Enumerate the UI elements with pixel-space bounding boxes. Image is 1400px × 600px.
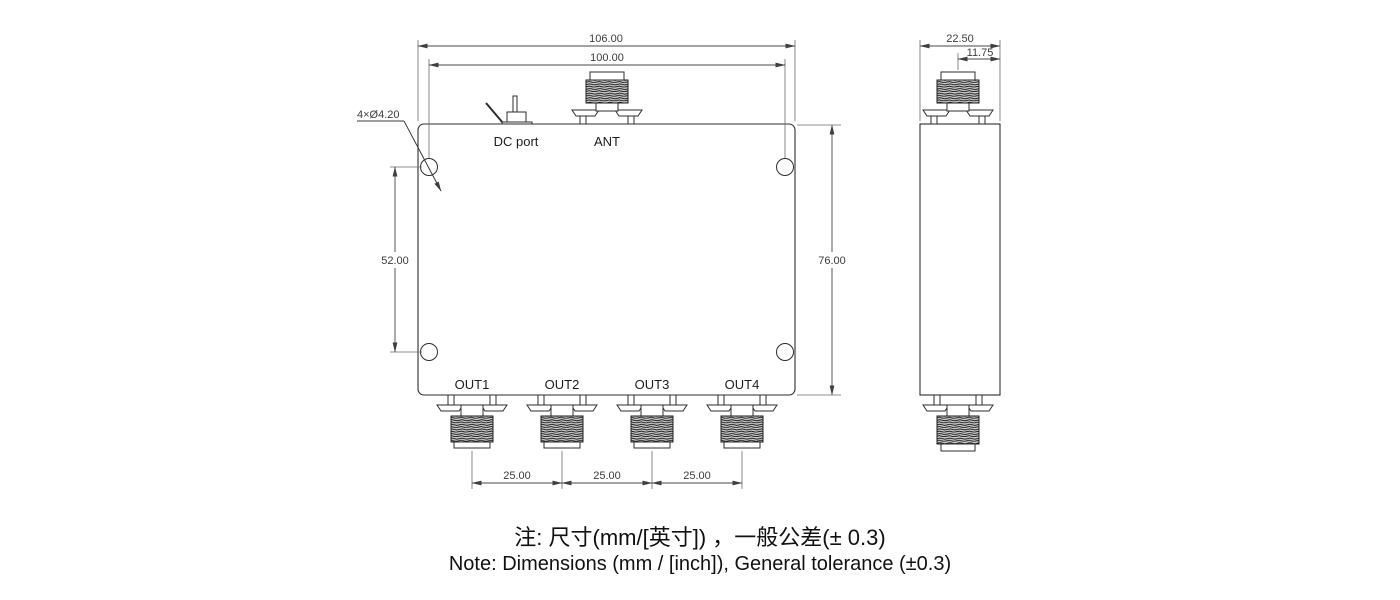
side-dimensions: 22.50 11.75	[919, 33, 1001, 121]
front-body	[417, 123, 796, 396]
dim-mount-hole-span-v: 52.00	[381, 255, 409, 267]
ant-label: ANT	[594, 134, 620, 149]
hole-callout: 4×Ø4.20	[357, 109, 400, 121]
dim-depth: 22.50	[946, 33, 974, 45]
mounting-hole-top-right	[776, 158, 794, 176]
dim-overall-height: 76.00	[818, 255, 846, 267]
out4-connector	[706, 394, 778, 449]
out1-connector	[436, 394, 508, 449]
side-top-connector	[922, 71, 994, 125]
note-line-en: Note: Dimensions (mm / [inch]), General …	[449, 553, 951, 575]
dim-out-pitch-2: 25.00	[593, 470, 621, 482]
dim-connector-offset: 11.75	[967, 47, 994, 59]
notes: 注: 尺寸(mm/[英寸]) ，一般公差(± 0.3) Note: Dimens…	[449, 525, 951, 575]
note-line-zh: 注: 尺寸(mm/[英寸]) ，一般公差(± 0.3)	[514, 525, 885, 550]
front-view: DC port ANT OUT1 OUT2 OUT3 OUT4	[417, 71, 796, 449]
out2-connector	[526, 394, 598, 449]
out4-label: OUT4	[725, 377, 760, 392]
out3-label: OUT3	[635, 377, 670, 392]
mounting-hole-top-left	[420, 158, 438, 176]
side-view	[919, 71, 1001, 452]
out2-label: OUT2	[545, 377, 580, 392]
side-bottom-connector	[922, 394, 994, 452]
dc-port	[485, 95, 533, 125]
dim-overall-width: 106.00	[589, 33, 623, 45]
dc-port-label: DC port	[494, 134, 539, 149]
mounting-hole-bottom-left	[420, 343, 438, 361]
dim-out-pitch-1: 25.00	[503, 470, 531, 482]
ant-knurl	[585, 79, 629, 104]
front-dimensions: 106.00 100.00 52.00 76.00 25.00 25.00 25…	[357, 33, 851, 489]
dim-mount-hole-span-h: 100.00	[590, 52, 624, 64]
dim-out-pitch-3: 25.00	[683, 470, 711, 482]
ant-connector	[571, 71, 643, 125]
out3-connector	[616, 394, 688, 449]
mounting-hole-bottom-right	[776, 343, 794, 361]
out1-label: OUT1	[455, 377, 490, 392]
side-body	[919, 123, 1001, 396]
